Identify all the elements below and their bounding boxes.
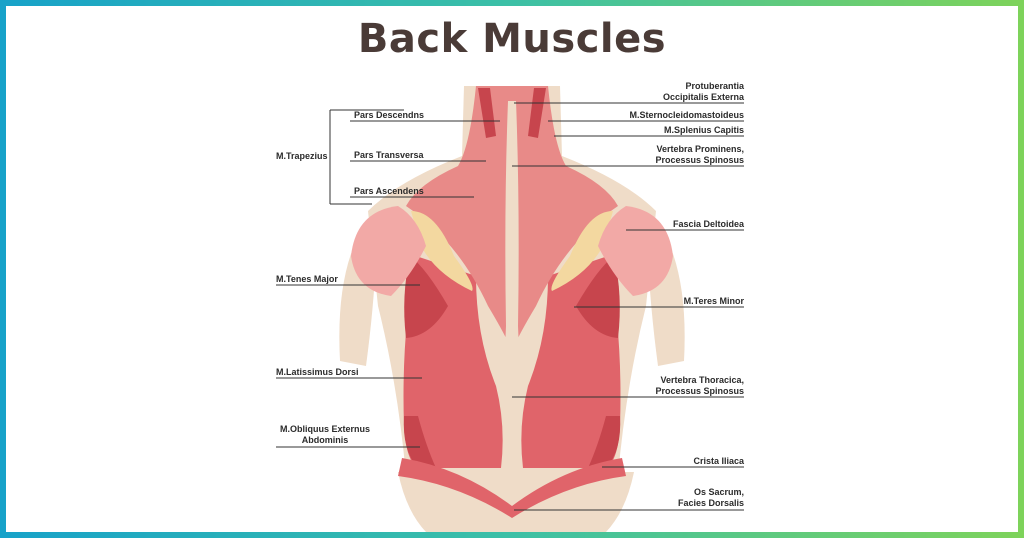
label-vertebra-prominens-line1: Vertebra Prominens, (656, 144, 744, 154)
tendon-left (411, 211, 473, 291)
label-protuberantia: Protuberantia Occipitalis Externa (626, 81, 744, 103)
label-splenius-capitis: M.Splenius Capitis (663, 125, 744, 135)
label-sternocleidomastoideus: M.Sternocleidomastoideus (629, 110, 744, 120)
label-vertebra-prominens: Vertebra Prominens, Processus Spinosus (606, 144, 744, 166)
deltoid-right (598, 206, 673, 296)
leader-lines-left (276, 109, 500, 448)
label-os-sacrum-line2: Facies Dorsalis (677, 498, 744, 508)
label-vertebra-thoracica: Vertebra Thoracica, Processus Spinosus (606, 375, 744, 397)
label-teres-minor: M.Teres Minor (683, 296, 744, 306)
label-vertebra-thoracica-line1: Vertebra Thoracica, (660, 375, 744, 385)
leader-lines-right (512, 102, 744, 511)
teres-right (576, 256, 620, 338)
label-pars-ascendens: Pars Ascendens (354, 186, 424, 196)
obliquus-left (403, 416, 436, 468)
label-pars-transversa: Pars Transversa (354, 150, 424, 160)
label-latissimus-dorsi: M.Latissimus Dorsi (276, 367, 359, 377)
sternocleidomastoid-right (528, 88, 546, 138)
label-obliquus-externus: M.Obliquus Externus Abdominis (276, 424, 374, 446)
label-os-sacrum-line1: Os Sacrum, (693, 487, 744, 497)
label-obliquus-line1: M.Obliquus Externus (279, 424, 370, 434)
teres-left (404, 256, 448, 338)
label-vertebra-prominens-line2: Processus Spinosus (655, 155, 744, 165)
spine (504, 101, 520, 521)
label-crista-iliaca: Crista Iliaca (693, 456, 744, 466)
crista-iliaca-band (398, 458, 626, 518)
deltoid-left (351, 206, 426, 296)
tendon-right (551, 211, 613, 291)
label-vertebra-thoracica-line2: Processus Spinosus (655, 386, 744, 396)
label-protuberantia-line2: Occipitalis Externa (662, 92, 744, 102)
back-anatomy-illustration (276, 86, 744, 532)
label-tenes-major: M.Tenes Major (276, 274, 338, 284)
label-m-trapezius: M.Trapezius (276, 151, 328, 161)
label-os-sacrum: Os Sacrum, Facies Dorsalis (606, 487, 744, 509)
obliquus-right (588, 416, 621, 468)
label-obliquus-line2: Abdominis (301, 435, 349, 445)
diagram-title: Back Muscles (357, 16, 667, 62)
label-pars-descendens: Pars Descendns (354, 110, 425, 120)
label-fascia-deltoidea: Fascia Deltoidea (672, 219, 744, 229)
sternocleidomastoid-left (478, 88, 496, 138)
label-protuberantia-line1: Protuberantia (685, 81, 744, 91)
diagram-card: Back Muscles (6, 6, 1018, 532)
